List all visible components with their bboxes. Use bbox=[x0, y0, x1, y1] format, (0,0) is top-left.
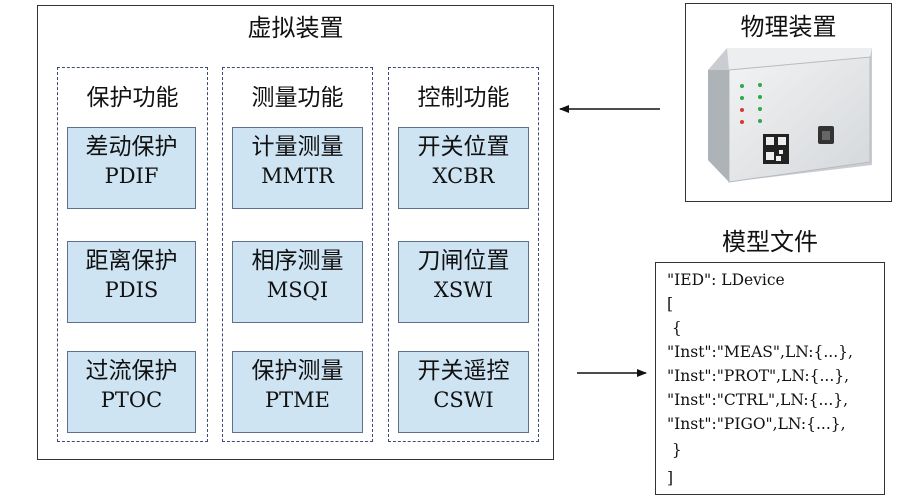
function-box-cn-label: 相序测量 bbox=[251, 248, 344, 274]
virtual-device-title: 虚拟装置 bbox=[247, 14, 344, 42]
model-file-line: "Inst":"PROT",LN:{...}, bbox=[667, 367, 850, 385]
function-box-en-label: PTME bbox=[265, 388, 330, 412]
device-top-panel bbox=[727, 48, 872, 70]
function-box-mmtr: 计量测量 MMTR bbox=[232, 127, 363, 209]
function-box-cn-label: 计量测量 bbox=[251, 134, 344, 160]
function-box-cn-label: 开关位置 bbox=[417, 134, 510, 160]
model-file-line: ] bbox=[667, 469, 674, 487]
function-box-cn-label: 刀闸位置 bbox=[417, 248, 510, 274]
model-file-line: "Inst":"PIGO",LN:{...}, bbox=[667, 415, 846, 433]
function-box-en-label: XSWI bbox=[433, 278, 494, 302]
led-indicator bbox=[758, 107, 762, 111]
function-box-ptme: 保护测量 PTME bbox=[232, 351, 363, 433]
model-file-line: "Inst":"MEAS",LN:{...}, bbox=[667, 343, 853, 361]
function-box-pdif: 差动保护 PDIF bbox=[67, 127, 196, 209]
function-box-en-label: XCBR bbox=[432, 164, 495, 188]
function-box-en-label: MMTR bbox=[261, 164, 334, 188]
model-file-line: [ bbox=[667, 295, 674, 313]
device-front-panel bbox=[728, 56, 871, 183]
virtual-device-box bbox=[37, 5, 554, 460]
function-box-cn-label: 距离保护 bbox=[85, 248, 178, 274]
physical-device-image bbox=[708, 48, 872, 183]
function-box-en-label: PDIF bbox=[104, 164, 159, 188]
control-function-column bbox=[388, 67, 539, 442]
function-box-cn-label: 开关遥控 bbox=[417, 358, 510, 384]
device-left-face bbox=[708, 70, 729, 182]
function-box-ptoc: 过流保护 PTOC bbox=[67, 351, 196, 433]
led-indicator bbox=[740, 108, 744, 112]
model-file-line: "Inst":"CTRL",LN:{...}, bbox=[667, 391, 849, 409]
model-file-box bbox=[655, 262, 885, 495]
led-indicator bbox=[740, 120, 744, 124]
led-indicator bbox=[740, 84, 744, 88]
physical-device-title: 物理装置 bbox=[740, 13, 837, 41]
led-indicator bbox=[758, 119, 762, 123]
function-box-cn-label: 过流保护 bbox=[85, 358, 178, 384]
function-box-en-label: PTOC bbox=[100, 388, 163, 412]
model-file-line: "IED": LDevice bbox=[667, 271, 785, 289]
function-box-en-label: CSWI bbox=[433, 388, 494, 412]
led-indicator bbox=[740, 96, 744, 100]
physical-device-box bbox=[685, 3, 892, 202]
led-indicator bbox=[758, 83, 762, 87]
function-box-en-label: MSQI bbox=[266, 278, 329, 302]
function-box-cn-label: 差动保护 bbox=[85, 134, 178, 160]
function-box-msqi: 相序测量 MSQI bbox=[232, 241, 363, 323]
function-box-pdis: 距离保护 PDIS bbox=[67, 241, 196, 323]
device-led-indicators bbox=[740, 83, 762, 124]
led-indicator bbox=[758, 95, 762, 99]
control-function-title: 控制功能 bbox=[417, 85, 510, 111]
model-file-title: 模型文件 bbox=[722, 228, 818, 256]
function-box-xswi: 刀闸位置 XSWI bbox=[398, 241, 529, 323]
function-box-xcbr: 开关位置 XCBR bbox=[398, 127, 529, 209]
function-box-cn-label: 保护测量 bbox=[251, 358, 344, 384]
function-box-en-label: PDIS bbox=[104, 278, 159, 302]
protection-function-title: 保护功能 bbox=[86, 85, 179, 111]
protection-function-column bbox=[57, 67, 208, 442]
measurement-function-column bbox=[222, 67, 373, 442]
model-file-line: } bbox=[667, 441, 682, 459]
function-box-cswi: 开关遥控 CSWI bbox=[398, 351, 529, 433]
model-file-line: { bbox=[667, 319, 682, 337]
measurement-function-title: 测量功能 bbox=[251, 85, 344, 111]
